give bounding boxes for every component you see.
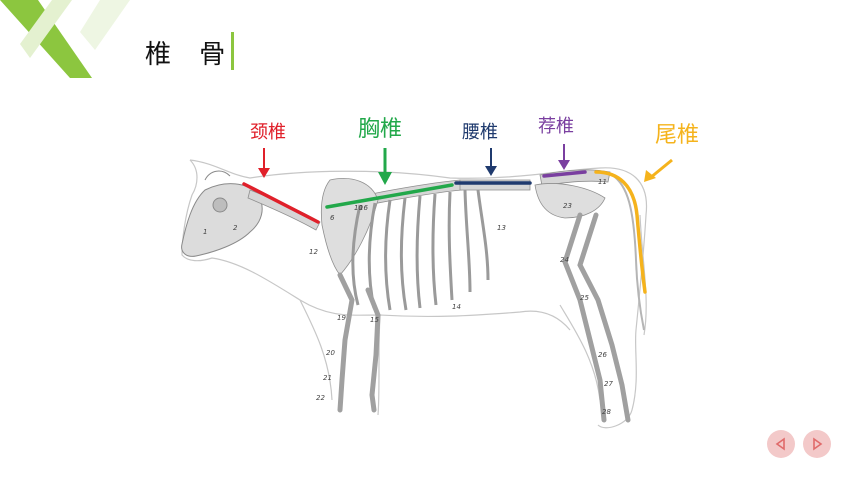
ref-21: 21 [323, 374, 332, 382]
ref-2: 2 [233, 224, 238, 232]
ref-15: 15 [370, 316, 379, 324]
ref-25: 25 [580, 294, 589, 302]
reference-numbers: 1 2 6 10 11 12 13 14 15 16 19 20 21 22 2… [203, 178, 613, 416]
ref-10: 10 [354, 204, 363, 212]
thoracic-arrow [378, 148, 392, 185]
ref-11: 11 [598, 178, 607, 186]
prev-slide-button[interactable] [767, 430, 795, 458]
thoracic-highlight-line [325, 183, 454, 209]
pelvis [534, 183, 606, 219]
ref-12: 12 [309, 248, 318, 256]
cervical-label: 颈椎 [250, 122, 286, 143]
cervical-arrow [258, 148, 270, 178]
caudal-arrow [644, 158, 673, 182]
sacral-highlight-line [542, 170, 587, 178]
ref-22: 22 [316, 394, 325, 402]
caudal-label: 尾椎 [655, 123, 699, 148]
ref-20: 20 [326, 349, 335, 357]
sacral-label: 荐椎 [538, 116, 574, 137]
lumbar-arrow [485, 148, 497, 176]
ref-24: 24 [560, 256, 569, 264]
lumbar-label: 腰椎 [462, 122, 498, 143]
tail [611, 174, 645, 331]
hind-legs [562, 212, 631, 423]
ref-16: 16 [359, 204, 368, 212]
triangle-right-icon [813, 437, 823, 451]
skull [181, 170, 263, 257]
front-legs [337, 272, 381, 413]
thoracic-label: 胸椎 [358, 117, 402, 142]
corner-chevron-decoration [0, 0, 130, 78]
ref-23: 23 [563, 202, 572, 210]
ref-26: 26 [598, 351, 607, 359]
rib-cage [351, 189, 490, 311]
sacral-arrow [558, 144, 570, 170]
cow-body-outline [181, 159, 648, 429]
page-title: 椎 骨 [145, 40, 236, 70]
ref-28: 28 [602, 408, 611, 416]
ref-14: 14 [452, 303, 461, 311]
ref-1: 1 [203, 228, 207, 236]
ref-13: 13 [497, 224, 506, 232]
next-slide-button[interactable] [803, 430, 831, 458]
caudal-highlight-line [594, 170, 647, 294]
ref-19: 19 [337, 314, 346, 322]
ref-27: 27 [604, 380, 613, 388]
triangle-left-icon [775, 437, 785, 451]
title-accent-bar [231, 32, 234, 70]
ref-6: 6 [330, 214, 335, 222]
cervical-highlight-line [242, 182, 320, 224]
